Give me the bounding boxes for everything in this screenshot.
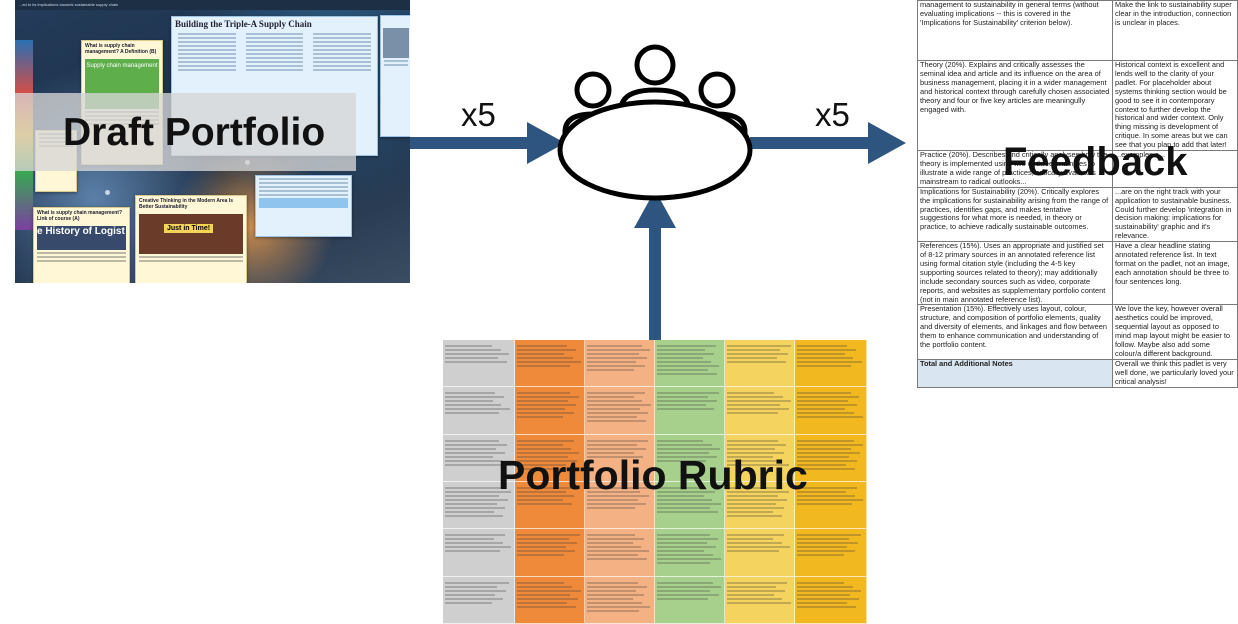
comment-cell: We love the key, however overall aesthet… [1112, 304, 1238, 360]
comment-cell: ...are on the right track with your appl… [1112, 186, 1238, 243]
rubric-cell [795, 529, 867, 577]
card-title: Building the Triple-A Supply Chain [175, 19, 312, 29]
rubric-column [443, 340, 515, 624]
card-title: What is supply chain management? A Defin… [85, 43, 157, 55]
criterion-cell: Presentation (15%). Effectively uses lay… [917, 304, 1113, 360]
total-comment-cell: Overall we think this padlet is very wel… [1112, 358, 1238, 388]
rubric-cell [795, 481, 867, 530]
padlet-header: ...ed to its implications towards sustai… [15, 0, 410, 10]
rubric-cell [655, 529, 725, 577]
rubric-cell [725, 576, 795, 624]
padlet-card-edge [380, 15, 410, 137]
rubric-cell [725, 529, 795, 577]
draft-portfolio-label: Draft Portfolio [63, 111, 326, 154]
rubric-cell [515, 529, 585, 577]
rubric-cell [443, 387, 515, 435]
comment-cell: Make the link to sustainability super cl… [1112, 0, 1238, 61]
comment-cell: Have a clear headline stating annotated … [1112, 241, 1238, 306]
feedback-label: Feedback [1003, 140, 1188, 184]
criterion-cell: Theory (20%). Explains and critically as… [917, 59, 1113, 152]
rubric-cell [795, 576, 867, 624]
rubric-column [585, 340, 655, 624]
rubric-cell [655, 481, 725, 530]
criterion-cell: Practice (20%). Describes and critically… [917, 150, 1113, 188]
rubric-cell [585, 576, 655, 624]
rubric-cell [795, 387, 867, 435]
arrow-meeting-to-feedback [750, 137, 870, 149]
rubric-cell [443, 529, 515, 577]
rubric-cell [515, 434, 585, 482]
rubric-cell [585, 481, 655, 530]
rubric-cell [585, 387, 655, 435]
rubric-cell [585, 434, 655, 482]
rubric-cell [443, 576, 515, 624]
rubric-cell [515, 576, 585, 624]
rubric-cell [725, 340, 795, 388]
rubric-column [725, 340, 795, 624]
rubric-cell [443, 434, 515, 482]
rubric-cell [725, 481, 795, 530]
rubric-cell [725, 387, 795, 435]
arrow-draft-to-meeting [410, 137, 530, 149]
total-label-cell: Total and Additional Notes [917, 358, 1113, 388]
portfolio-rubric-label: Portfolio Rubric [498, 452, 808, 498]
arrowhead-right [868, 122, 906, 164]
rubric-cell [515, 481, 585, 530]
rubric-cell [795, 340, 867, 388]
criterion-cell: management to sustainability in general … [917, 0, 1113, 61]
rubric-cell [655, 576, 725, 624]
multiplier-left: x5 [461, 96, 496, 133]
card-image: Just in Time! [139, 214, 243, 254]
draft-label-band [15, 93, 356, 171]
rubric-column [795, 340, 867, 624]
card-banner-text: e History of Logist [37, 226, 126, 250]
padlet-card-note [255, 175, 352, 237]
connector-dot [105, 190, 110, 195]
portfolio-rubric-grid [443, 340, 867, 624]
rubric-cell [443, 481, 515, 530]
just-in-time-text: Just in Time! [164, 224, 214, 233]
rubric-column [515, 340, 585, 624]
rubric-cell [585, 340, 655, 388]
padlet-card-history: What is supply chain management? Link of… [33, 207, 130, 283]
meeting-group-icon [557, 44, 753, 201]
card-title: Creative Thinking in the Modern Area Is … [139, 198, 233, 210]
arrow-rubric-to-meeting [649, 225, 661, 342]
criterion-cell: Implications for Sustainability (20%). C… [917, 186, 1113, 243]
card-title: What is supply chain management? Link of… [37, 210, 123, 222]
comment-cell: Historical context is excellent and lend… [1112, 59, 1238, 152]
rubric-cell [655, 340, 725, 388]
padlet-header-text: ...ed to its implications towards sustai… [19, 2, 119, 7]
criterion-cell: References (15%). Uses an appropriate an… [917, 241, 1113, 306]
rubric-cell [515, 387, 585, 435]
card-banner-text: Supply chain management [86, 63, 158, 69]
rubric-cell [655, 387, 725, 435]
padlet-card-creative: Creative Thinking in the Modern Area Is … [135, 195, 247, 283]
rubric-cell [725, 434, 795, 482]
rubric-cell [515, 340, 585, 388]
feedback-table: management to sustainability in general … [917, 0, 1238, 388]
rubric-cell [655, 434, 725, 482]
rubric-cell [585, 529, 655, 577]
multiplier-right: x5 [815, 96, 850, 133]
rubric-cell [443, 340, 515, 388]
rubric-column [655, 340, 725, 624]
rubric-cell [795, 434, 867, 482]
